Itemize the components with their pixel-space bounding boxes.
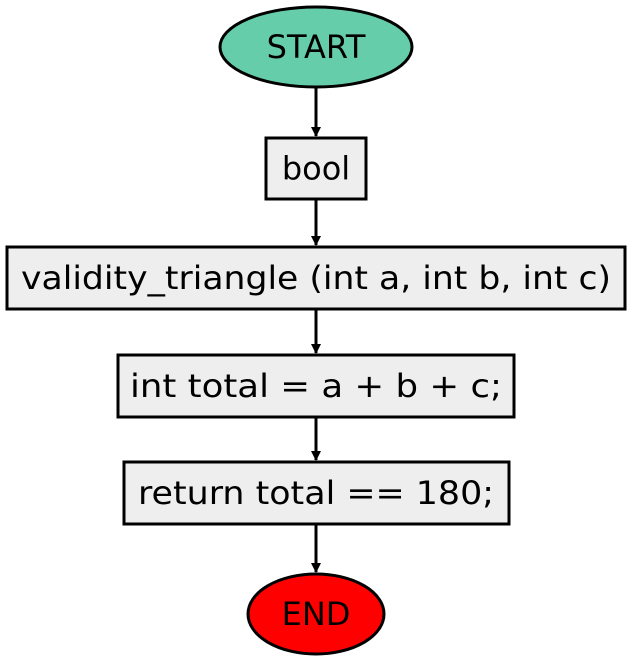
process-box-total [116,353,516,419]
end-terminator [246,572,386,656]
process-box-signature [5,245,627,311]
process-label-total: int total = a + b + c; [130,367,502,405]
start-terminator [218,5,414,89]
process-box-return [122,460,511,526]
process-label-bool: bool [282,150,350,188]
process-label-return: return total == 180; [138,474,494,512]
end-label: END [282,595,351,633]
start-label: START [267,28,366,66]
process-box-bool [264,136,368,201]
process-label-signature: validity_triangle (int a, int b, int c) [21,259,611,297]
